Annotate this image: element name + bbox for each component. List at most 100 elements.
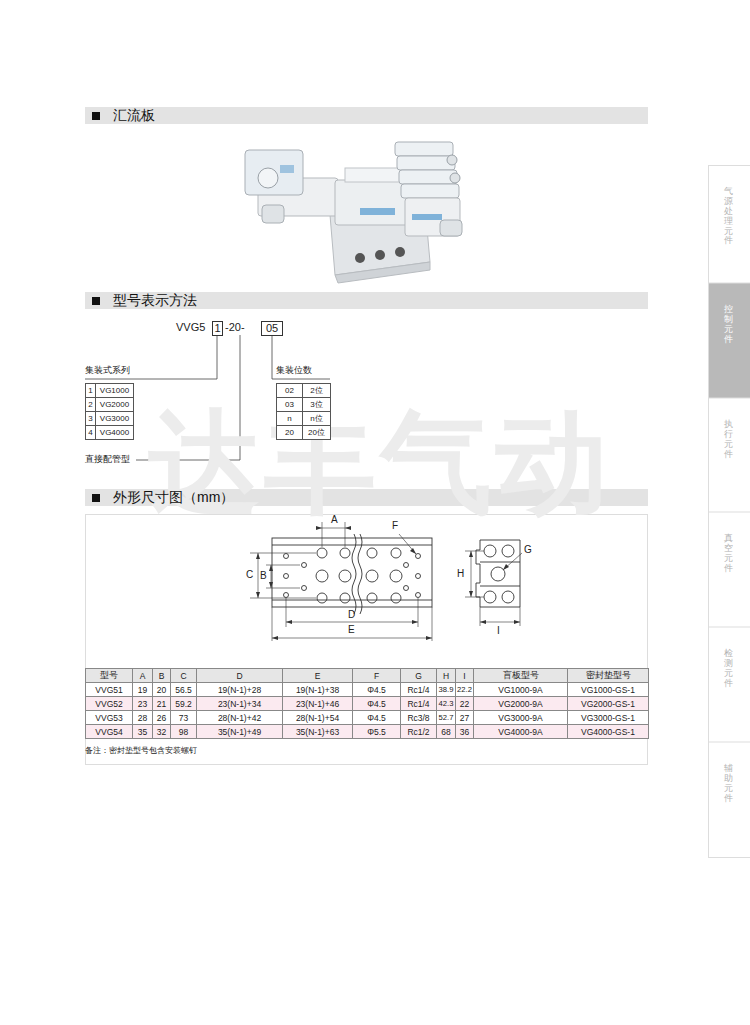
option-code: 1: [88, 386, 92, 395]
dimension-letter: H: [457, 568, 464, 580]
dimension-letter: E: [348, 624, 355, 636]
table-cell: 型号: [85, 668, 133, 683]
table-cell: 28(N-1)+54: [282, 710, 353, 725]
table-cell: E: [282, 668, 353, 683]
table-value: 68: [441, 727, 450, 737]
table-value: 32: [157, 727, 166, 737]
table-value: 23: [138, 699, 147, 709]
table-value: 20: [157, 685, 166, 695]
side-tab-label: 执行元件: [724, 420, 733, 460]
table-value: 21: [157, 699, 166, 709]
table-header: 型号: [100, 670, 118, 682]
side-dimension-lines: [465, 551, 522, 626]
header-bar: [85, 292, 648, 309]
side-tab-label: 真空元件: [724, 534, 733, 574]
table-cell: 2位: [302, 383, 331, 398]
option-value: 2位: [310, 385, 322, 396]
table-header: I: [463, 671, 465, 681]
model-code: -20-: [225, 321, 245, 334]
side-dimension-arrows: [469, 551, 520, 624]
side-tab-label: 辅助元件: [724, 764, 733, 804]
dimension-letter: D: [348, 609, 355, 621]
model-code-box: 1: [212, 321, 223, 336]
table-value: 23(N-1)+34: [218, 699, 261, 709]
table-value: 28(N-1)+54: [296, 713, 339, 723]
table-cell: 19: [132, 682, 153, 697]
option-value: VG2000: [100, 400, 129, 409]
table-cell: VG2000: [95, 397, 134, 412]
tab-divider: [708, 398, 750, 399]
section-title: 型号表示方法: [113, 292, 197, 308]
table-header: H: [443, 671, 449, 681]
watermark: 达丰气动: [148, 398, 612, 527]
dimension-letter: F: [392, 520, 398, 532]
option-value: 20位: [308, 427, 325, 438]
table-cell: 35(N-1)+63: [282, 724, 353, 739]
table-cell: 19(N-1)+38: [282, 682, 353, 697]
table-cell: 28(N-1)+42: [196, 710, 283, 725]
table-cell: 密封垫型号: [567, 668, 649, 683]
table-value: 22.2: [457, 685, 472, 694]
table-cell: G: [400, 668, 437, 683]
dimension-letter: A: [331, 514, 338, 526]
table-value: 19(N-1)+38: [296, 685, 339, 695]
dimension-arrows: [256, 526, 432, 640]
table-cell: VG1000-GS-1: [567, 682, 649, 697]
table-cell: VVG53: [85, 710, 133, 725]
table-cell: 20: [276, 425, 303, 440]
table-value: VG1000-9A: [498, 685, 542, 695]
table-value: 35: [138, 727, 147, 737]
table-header: C: [180, 671, 186, 681]
header-bullet: [92, 494, 100, 502]
table-value: Rc1/2: [407, 727, 429, 737]
table-cell: 28: [132, 710, 153, 725]
table-cell: Φ5.5: [352, 724, 401, 739]
table-cell: VG1000: [95, 383, 134, 398]
table-cell: 32: [152, 724, 171, 739]
side-tab-label: 检测元件: [724, 649, 733, 689]
table-cell: 23: [132, 696, 153, 711]
option-code: 03: [285, 400, 294, 409]
table-value: Φ5.5: [367, 727, 386, 737]
table-cell: Φ4.5: [352, 710, 401, 725]
table-cell: 68: [436, 724, 456, 739]
table-cell: VVG54: [85, 724, 133, 739]
tab-divider: [708, 627, 750, 628]
option-value: VG3000: [100, 414, 129, 423]
table-cell: 42.3: [436, 696, 456, 711]
table-cell: H: [436, 668, 456, 683]
active-tab: [709, 283, 750, 398]
table-value: VVG53: [95, 713, 122, 723]
option-value: n位: [310, 413, 322, 424]
table-cell: VG3000-9A: [473, 710, 568, 725]
table-header: E: [315, 671, 321, 681]
table-cell: A: [132, 668, 153, 683]
table-cell: D: [196, 668, 283, 683]
table-cell: VG4000-GS-1: [567, 724, 649, 739]
table-cell: Rc1/4: [400, 682, 437, 697]
table-cell: VG4000-9A: [473, 724, 568, 739]
table-value: Φ4.5: [367, 713, 386, 723]
table-cell: 52.7: [436, 710, 456, 725]
option-value: 3位: [310, 399, 322, 410]
table-cell: 22: [455, 696, 474, 711]
table-cell: VG3000: [95, 411, 134, 426]
table-value: 23(N-1)+46: [296, 699, 339, 709]
option-value: VG4000: [100, 428, 129, 437]
table-value: 19(N-1)+28: [218, 685, 261, 695]
table-header: 密封垫型号: [586, 670, 631, 682]
table-value: 73: [179, 713, 188, 723]
table-header: 盲板型号: [503, 670, 539, 682]
dimension-lines: [250, 522, 432, 641]
table-value: 38.9: [439, 685, 454, 694]
option-code: 20: [285, 428, 294, 437]
side-tab-label: 气源处理元件: [724, 187, 733, 246]
section-title: 汇流板: [113, 107, 155, 123]
table-value: 27: [460, 713, 469, 723]
note: 备注：密封垫型号包含安装螺钉: [85, 746, 197, 755]
table-header: F: [374, 671, 379, 681]
table-cell: VG2000-9A: [473, 696, 568, 711]
tab-divider: [708, 742, 750, 743]
table-cell: VG4000: [95, 425, 134, 440]
table-value: VVG51: [95, 685, 122, 695]
